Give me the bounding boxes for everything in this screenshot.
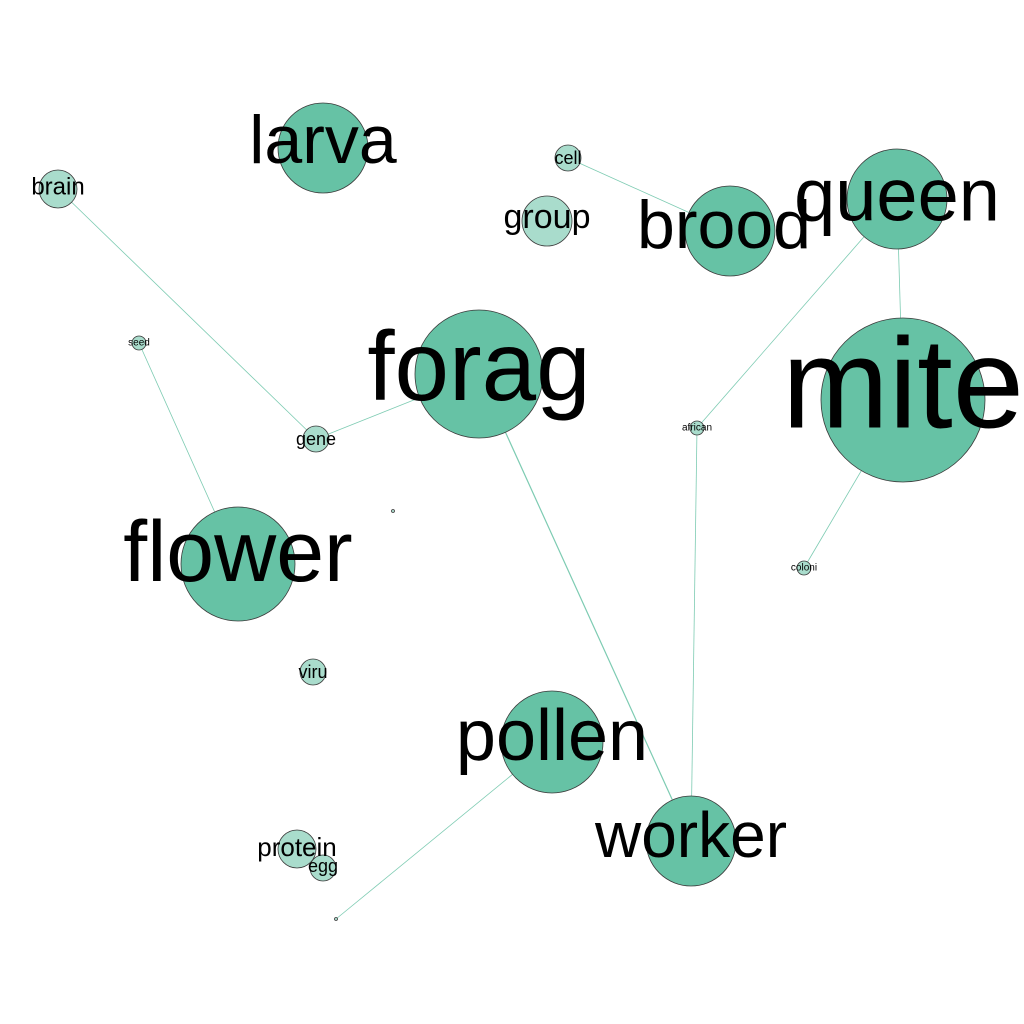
node-group xyxy=(521,195,573,247)
node-mite xyxy=(820,317,986,483)
label-group: group xyxy=(504,198,591,236)
label-african: african xyxy=(682,423,712,434)
node-tiny2 xyxy=(334,917,338,921)
label-protein: protein xyxy=(257,832,337,862)
node-brain xyxy=(38,169,78,209)
label-mite: mite xyxy=(782,313,1024,456)
node-flower xyxy=(180,506,296,622)
edge-queen-african xyxy=(696,198,898,429)
node-worker xyxy=(645,795,737,887)
edge-forag-worker xyxy=(478,373,692,842)
node-seed xyxy=(131,335,147,351)
node-gene xyxy=(302,425,330,453)
node-african xyxy=(689,420,705,436)
label-brood: brood xyxy=(637,187,811,263)
node-queen xyxy=(846,148,948,250)
node-brood xyxy=(684,185,776,277)
label-gene: gene xyxy=(296,429,336,449)
node-protein xyxy=(277,829,317,869)
edges-layer xyxy=(57,157,904,920)
node-viru xyxy=(299,658,327,686)
label-cell: cell xyxy=(554,148,581,168)
edge-african-worker xyxy=(690,427,698,842)
node-cell xyxy=(554,144,582,172)
edge-brain-gene xyxy=(57,188,317,440)
label-coloni: coloni xyxy=(791,563,817,574)
label-queen: queen xyxy=(794,154,1000,237)
nodes-layer xyxy=(38,102,986,921)
label-worker: worker xyxy=(594,799,787,871)
label-flower: flower xyxy=(123,504,352,600)
node-larva xyxy=(277,102,369,194)
label-seed: seed xyxy=(128,338,150,349)
node-forag xyxy=(414,309,544,439)
label-brain: brain xyxy=(31,174,84,201)
label-egg: egg xyxy=(308,856,338,876)
label-larva: larva xyxy=(249,102,397,178)
node-coloni xyxy=(796,560,812,576)
label-viru: viru xyxy=(298,662,327,682)
node-pollen xyxy=(500,690,604,794)
node-tiny1 xyxy=(391,509,395,513)
label-pollen: pollen xyxy=(456,696,648,776)
node-egg xyxy=(309,854,337,882)
label-forag: forag xyxy=(367,311,590,421)
